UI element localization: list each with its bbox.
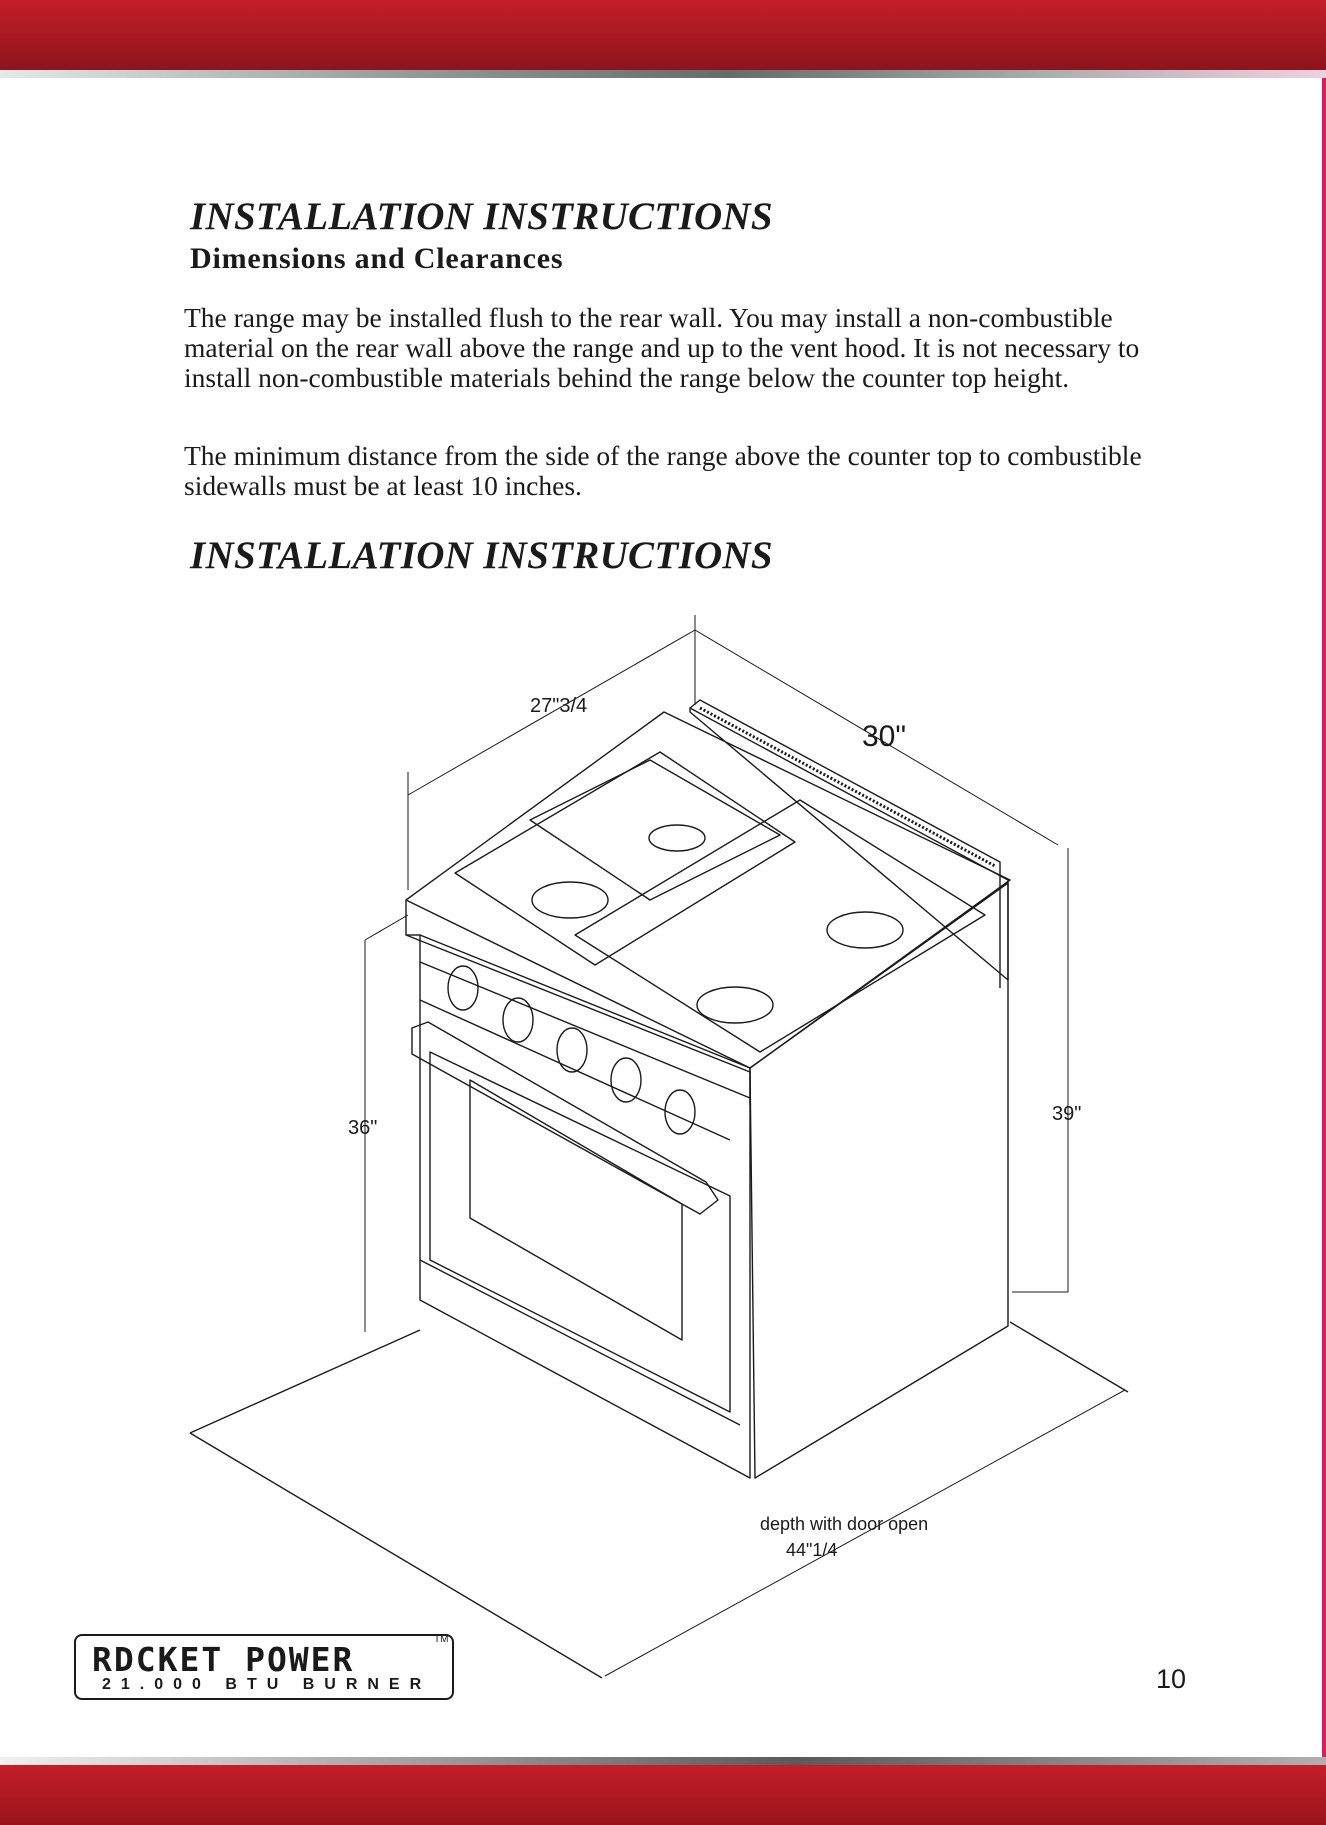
floor-edge-left — [189, 1329, 421, 1434]
control-panel-bottom — [419, 961, 751, 1099]
knob-5 — [664, 1089, 696, 1135]
backsplash — [689, 707, 1009, 981]
right-edge-rule — [1322, 78, 1326, 1758]
paragraph-sidewalls: The minimum distance from the side of th… — [184, 440, 1142, 501]
grate-left — [454, 751, 796, 966]
page-number: 10 — [1156, 1664, 1187, 1694]
dim-depth-label: 27"3/4 — [530, 695, 587, 717]
dim-front-height-label: 36" — [348, 1117, 377, 1139]
cooktop-front-edge — [405, 900, 751, 1105]
dim-width-label: 30" — [862, 720, 906, 753]
dim-door-open-label: depth with door open — [760, 1514, 928, 1534]
page-title: INSTALLATION INSTRUCTIONS — [190, 195, 773, 238]
oven-door — [429, 1051, 731, 1413]
burner-back-right — [826, 911, 904, 949]
vent-grille — [699, 706, 996, 868]
grate-center — [529, 759, 781, 901]
top-header-band — [0, 0, 1326, 70]
cooktop-surface — [405, 711, 1011, 1069]
rocket-power-logo: RDCKET POWER TM 21.000 BTU BURNER — [74, 1634, 454, 1700]
knob-2 — [502, 997, 534, 1043]
knob-3 — [556, 1027, 588, 1073]
range-side-face — [749, 882, 1009, 1479]
dim-door-open-value: 44"1/4 — [786, 1540, 837, 1560]
burner-back-left — [648, 824, 706, 852]
oven-window — [469, 1079, 683, 1341]
floor-edge-front — [189, 1432, 603, 1679]
door-open-dimension-line — [604, 1389, 1126, 1677]
floor-edge-right — [1009, 1321, 1129, 1393]
range-front-face — [419, 934, 751, 1479]
width-dimension-line — [694, 629, 1059, 846]
dim-back-height-label: 39" — [1052, 1103, 1081, 1125]
grate-right — [574, 799, 986, 1053]
logo-trademark: TM — [434, 1634, 449, 1645]
paragraph-rear-wall: The range may be installed flush to the … — [184, 302, 1140, 393]
section-title-2: INSTALLATION INSTRUCTIONS — [190, 534, 773, 577]
knob-1 — [447, 965, 479, 1011]
oven-door-handle — [411, 1021, 719, 1215]
logo-wordmark: RDCKET POWER — [92, 1640, 355, 1679]
range-dimension-drawing: 27"3/4 30" 36" 39" depth with door open … — [189, 615, 1129, 1679]
section-subtitle: Dimensions and Clearances — [190, 242, 564, 275]
bottom-footer-band — [0, 1765, 1326, 1825]
burner-front-left — [531, 881, 609, 919]
burner-front-right — [696, 986, 774, 1024]
knob-4 — [610, 1057, 642, 1103]
top-metallic-rule — [0, 70, 1326, 78]
logo-subtitle: 21.000 BTU BURNER — [102, 1676, 432, 1693]
bottom-metallic-rule — [0, 1757, 1326, 1765]
kick-plate — [419, 1259, 741, 1426]
depth-dimension-line — [407, 629, 696, 796]
